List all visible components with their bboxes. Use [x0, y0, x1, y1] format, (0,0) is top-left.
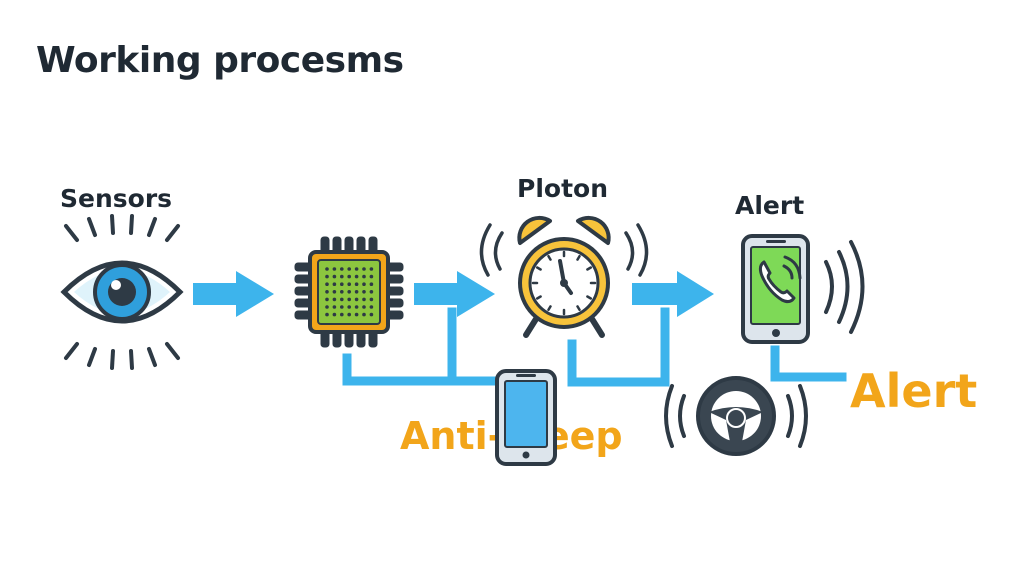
ringing-waves-icon	[479, 223, 649, 277]
chip-dot	[332, 282, 337, 287]
chip-dot	[347, 305, 352, 309]
chip-dot	[354, 290, 359, 294]
chip-dot	[362, 305, 366, 309]
connector-lines	[342, 307, 847, 387]
phone-call-waves-icon	[782, 255, 802, 280]
chip-dot	[325, 305, 329, 309]
clock-tick	[586, 295, 593, 300]
chip-dot	[332, 305, 337, 309]
clock-tick	[586, 266, 593, 271]
vibration-waves-icon	[824, 240, 865, 334]
arrow-sensors-to-processor	[193, 271, 274, 317]
clock-tick	[535, 295, 542, 300]
clock-ticks	[531, 250, 597, 316]
clock-tick	[576, 305, 581, 312]
chip-dot	[332, 274, 337, 279]
chip-dot	[354, 305, 359, 309]
chip-dot	[340, 290, 344, 294]
eye-rays-icon	[64, 214, 180, 370]
ploton-label: Ploton	[517, 174, 608, 203]
chip-dot	[340, 305, 344, 309]
chip-dot	[362, 282, 366, 287]
chip-dot	[362, 297, 366, 302]
connector-processor-to-anti-sleep	[342, 353, 505, 386]
arrow-processor-to-clock	[414, 271, 495, 317]
wheel-vibration-waves-icon	[664, 384, 808, 448]
clock-tick	[576, 254, 581, 261]
arrow-clock-to-phone	[632, 271, 714, 317]
clock-tick	[547, 305, 552, 312]
chip-dot	[325, 274, 329, 279]
chip-dot	[354, 297, 359, 302]
branch-alert-label: Alert	[850, 364, 978, 418]
chip-dot	[340, 312, 344, 317]
chip-dot	[369, 312, 374, 317]
eye-icon	[60, 214, 184, 370]
chip-dot	[347, 267, 352, 271]
chip-dot	[354, 282, 359, 287]
chip-dot	[362, 290, 366, 294]
clock-tick	[547, 254, 552, 261]
alarm-clock-icon	[479, 215, 649, 338]
sensors-label: Sensors	[60, 184, 173, 213]
microchip-icon	[294, 236, 404, 348]
steering-wheel-icon	[664, 376, 808, 456]
chip-dot	[325, 267, 329, 271]
chip-dot	[347, 274, 352, 279]
chip-dot	[354, 274, 359, 279]
chip-dot	[325, 290, 329, 294]
chip-dot	[354, 312, 359, 317]
alert-label: Alert	[735, 191, 805, 220]
chip-dot	[347, 282, 352, 287]
chip-dot	[362, 267, 366, 271]
chip-dot	[325, 297, 329, 302]
chip-dot	[354, 267, 359, 271]
chip-dot	[340, 297, 344, 302]
chip-dot	[369, 290, 374, 294]
page-title: Working procesms	[36, 40, 404, 81]
chip-dot	[340, 274, 344, 279]
chip-dot	[369, 282, 374, 287]
chip-dot	[369, 305, 374, 309]
chip-dot	[332, 297, 337, 302]
chip-dot	[332, 267, 337, 271]
chip-dot	[362, 312, 366, 317]
chip-dot	[340, 282, 344, 287]
chip-dot	[362, 274, 366, 279]
chip-dot	[347, 290, 352, 294]
chip-dot	[325, 282, 329, 287]
chip-dot	[332, 312, 337, 317]
chip-dot	[369, 274, 374, 279]
chip-dot	[332, 290, 337, 294]
connector-clock-to-wheel	[567, 307, 670, 387]
chip-dot	[369, 267, 374, 271]
chip-dot	[347, 297, 352, 302]
chip-dot	[369, 297, 374, 302]
chip-dot	[340, 267, 344, 271]
connector-phone-to-alert	[770, 345, 847, 382]
smartphone-call-icon	[741, 234, 865, 344]
clock-tick	[535, 266, 542, 271]
smartphone-icon	[495, 369, 557, 466]
chip-dot	[325, 312, 329, 317]
chip-dot	[347, 312, 352, 317]
chip-grid	[325, 267, 374, 317]
phone-handset-icon	[758, 260, 796, 304]
